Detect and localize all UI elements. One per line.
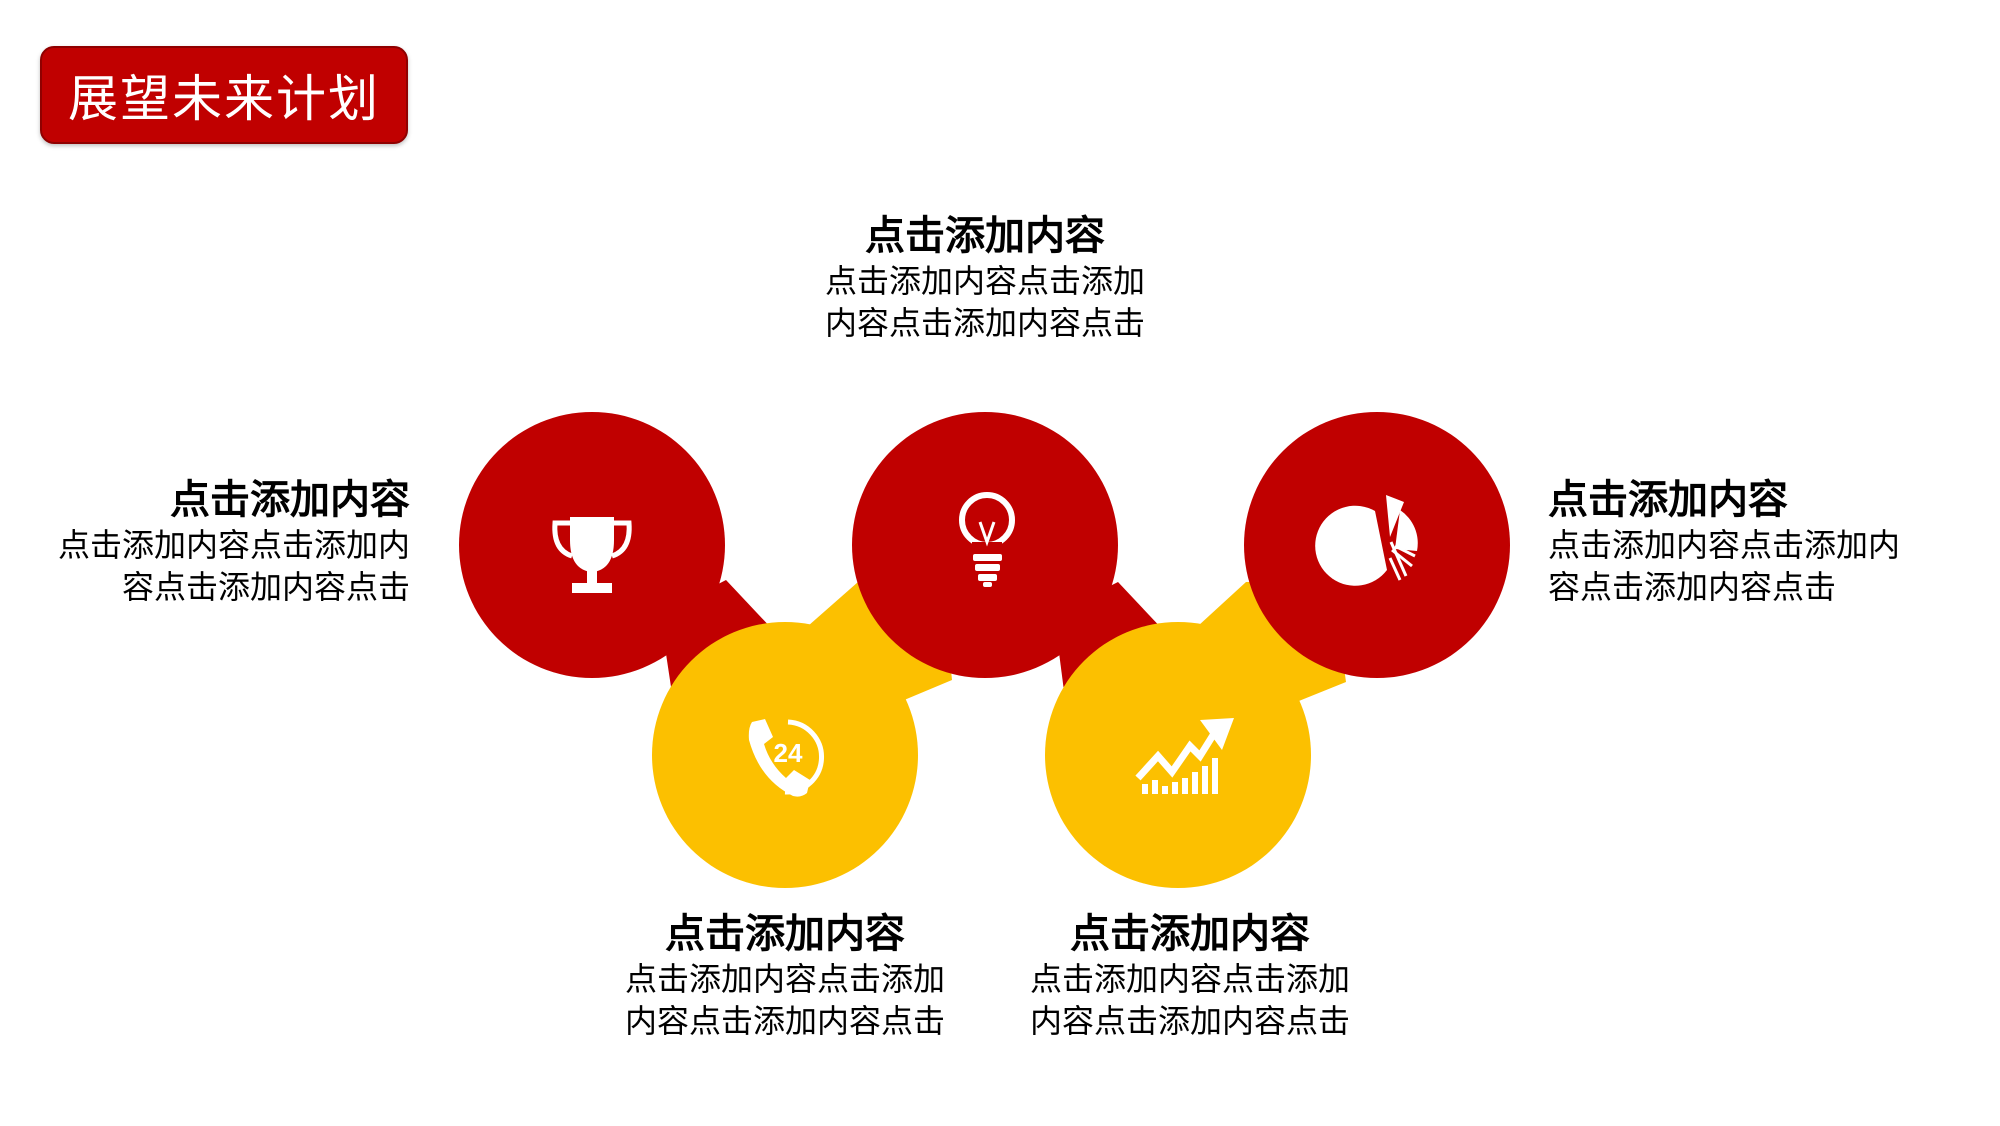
item-body-4: 点击添加内容点击添加 内容点击添加内容点击 [970, 958, 1410, 1042]
item-body-1: 点击添加内容点击添加内 容点击添加内容点击 [58, 524, 410, 608]
node-circle-2 [652, 622, 918, 888]
item-line: 点击添加内容点击添加 [824, 262, 1145, 300]
item-heading-5: 点击添加内容 [1548, 477, 1788, 523]
item-line: 内容点击添加内容点击 [1029, 1002, 1350, 1040]
phone-24-label: 24 [774, 738, 803, 768]
item-body-5: 点击添加内容点击添加内 容点击添加内容点击 [1548, 524, 1900, 608]
growth-chart-icon [1135, 718, 1234, 794]
item-line: 容点击添加内容点击 [121, 568, 410, 606]
item-line: 内容点击添加内容点击 [824, 304, 1145, 342]
item-line: 点击添加内容点击添加内 [1548, 526, 1901, 564]
item-line: 点击添加内容点击添加 [624, 960, 945, 998]
item-line: 点击添加内容点击添加 [1029, 960, 1350, 998]
item-body-3: 点击添加内容点击添加 内容点击添加内容点击 [765, 260, 1205, 344]
item-block-1: 点击添加内容 点击添加内容点击添加内 容点击添加内容点击 [58, 476, 410, 608]
lightbulb-icon [959, 492, 1015, 587]
page-title: 展望未来计划 [40, 46, 408, 144]
pie-chart-icon [1315, 495, 1418, 586]
item-line: 容点击添加内容点击 [1548, 568, 1837, 606]
item-heading-1: 点击添加内容 [170, 477, 410, 523]
phone-24-icon: 24 [748, 719, 825, 797]
trophy-icon [552, 517, 632, 593]
item-line: 内容点击添加内容点击 [624, 1002, 945, 1040]
item-line: 点击添加内容点击添加内 [57, 526, 410, 564]
item-body-2: 点击添加内容点击添加 内容点击添加内容点击 [565, 958, 1005, 1042]
item-heading-3: 点击添加内容 [865, 213, 1105, 259]
item-heading-4: 点击添加内容 [1070, 911, 1310, 957]
node-circle-4 [1045, 622, 1311, 888]
item-heading-2: 点击添加内容 [665, 911, 905, 957]
item-block-5: 点击添加内容 点击添加内容点击添加内 容点击添加内容点击 [1548, 476, 1900, 608]
